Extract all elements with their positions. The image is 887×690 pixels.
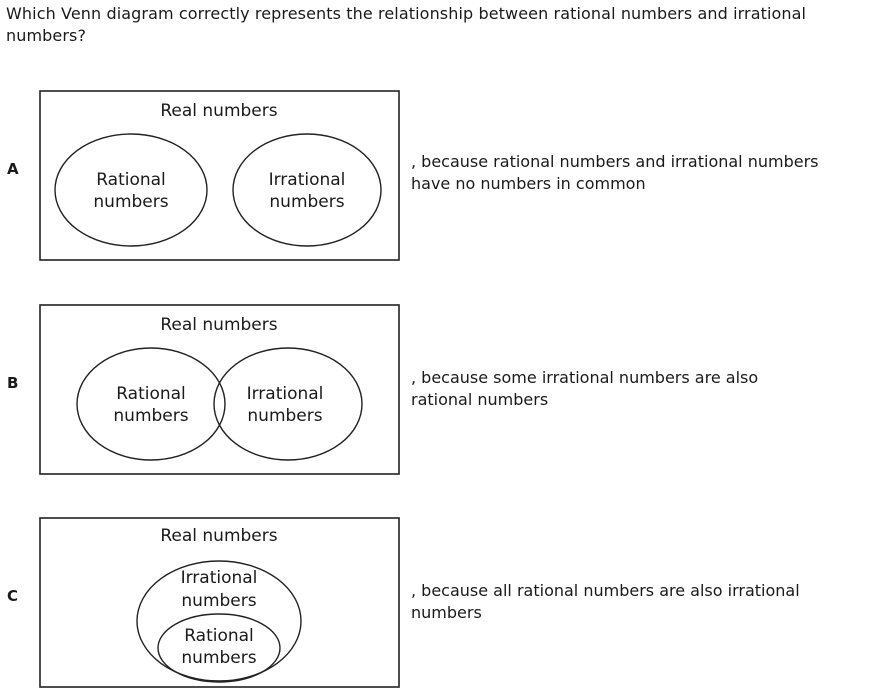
question-text: Which Venn diagram correctly represents … [6, 4, 807, 45]
box-label: Real numbers [160, 315, 277, 335]
circle-label: Irrational [247, 384, 324, 404]
box-label: Real numbers [160, 101, 277, 121]
explanation-line: have no numbers in common [411, 174, 646, 193]
real-numbers-box [39, 90, 400, 261]
circle-label: Irrational [181, 568, 258, 588]
option-letter: B [7, 374, 19, 392]
rational-circle [76, 347, 226, 461]
circle-label: Rational [96, 170, 166, 190]
circle-label: Rational [116, 384, 186, 404]
explanation-line: , because all rational numbers are also … [411, 581, 800, 600]
venn-diagram-c: Real numbers Irrational numbers Rational… [39, 517, 401, 689]
circle-label: Rational [184, 626, 254, 646]
explanation-line: numbers [411, 603, 482, 622]
circle-label: Irrational [269, 170, 346, 190]
option-explanation: , because rational numbers and irrationa… [411, 151, 887, 195]
box-label: Real numbers [160, 526, 277, 546]
option-letter: A [7, 160, 19, 178]
real-numbers-box [39, 517, 400, 688]
irrational-circle [232, 133, 382, 247]
explanation-line: rational numbers [411, 390, 549, 409]
circle-label: numbers [113, 406, 188, 426]
irrational-circle [213, 347, 363, 461]
circle-label: numbers [269, 192, 344, 212]
option-letter: C [7, 587, 19, 605]
explanation-line: , because rational numbers and irrationa… [411, 152, 819, 171]
circle-label: numbers [181, 648, 256, 668]
circle-label: numbers [93, 192, 168, 212]
venn-diagram-b: Real numbers Rational numbers Irrational… [39, 304, 401, 476]
venn-diagram-a: Real numbers Rational numbers Irrational… [39, 90, 401, 262]
option-explanation: , because all rational numbers are also … [411, 580, 887, 624]
circle-label: numbers [181, 591, 256, 611]
rational-circle [54, 133, 208, 247]
real-numbers-box [39, 304, 400, 475]
irrational-outer-circle [136, 560, 302, 682]
option-explanation: , because some irrational numbers are al… [411, 367, 887, 411]
rational-inner-circle [157, 613, 281, 683]
explanation-line: , because some irrational numbers are al… [411, 368, 759, 387]
circle-label: numbers [247, 406, 322, 426]
